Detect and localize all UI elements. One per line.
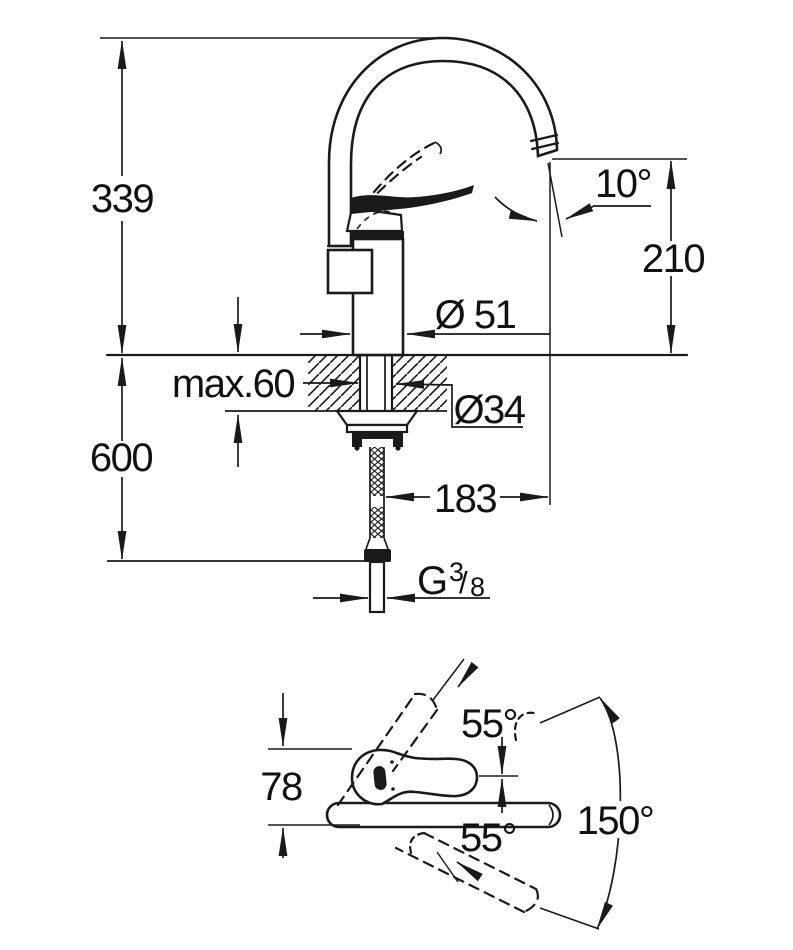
mounting-foot-tip-right bbox=[395, 445, 401, 451]
dim-handle-width: 78 bbox=[260, 693, 360, 858]
mounting-hardware bbox=[334, 353, 420, 451]
dim-label-183: 183 bbox=[434, 477, 496, 521]
dim-label-g-denominator: 8 bbox=[470, 572, 485, 602]
side-view: 339 600 max.60 Ø 51 Ø34 bbox=[90, 36, 706, 614]
faucet-body bbox=[326, 141, 474, 357]
dim-handle-angle-up: 55° bbox=[432, 658, 519, 777]
swivel-label-backing bbox=[572, 801, 660, 838]
handle-grip-mark bbox=[373, 766, 387, 790]
dim-label-d34: Ø34 bbox=[453, 388, 525, 432]
dim-label-210: 210 bbox=[642, 237, 704, 281]
spout-tube bbox=[327, 36, 559, 248]
dim-label-600: 600 bbox=[90, 436, 152, 480]
handle-rotated-up-dashed bbox=[336, 692, 536, 807]
lever-raised-dashed-bottom bbox=[364, 155, 423, 207]
mounting-washer bbox=[345, 423, 409, 434]
spout bbox=[327, 36, 560, 248]
dim-body-diameter: Ø 51 bbox=[300, 293, 550, 339]
handle-plan bbox=[350, 748, 479, 806]
lever-handle-side bbox=[351, 185, 474, 214]
dim-label-g-numerator: 3 bbox=[449, 557, 464, 587]
dim-under-counter: 600 bbox=[90, 357, 368, 562]
top-view: 78 55° 55° 150° bbox=[260, 658, 660, 930]
handle-down-edge-top bbox=[422, 831, 538, 891]
angle-arrow-down bbox=[456, 861, 483, 882]
cartridge-pivot-dashed-arc bbox=[356, 210, 396, 230]
mounting-cone bbox=[334, 409, 420, 427]
spout-end-cap-arc bbox=[548, 804, 554, 826]
dim-label-g: G bbox=[417, 559, 447, 603]
dim-counter-thickness: max.60 bbox=[172, 297, 296, 467]
handle-up-tip-dashed bbox=[513, 711, 536, 742]
handle-up-cap bbox=[413, 692, 439, 712]
dim-label-339: 339 bbox=[91, 177, 153, 221]
radial-line-top bbox=[539, 696, 601, 724]
mounting-foot-tip-left bbox=[354, 445, 360, 451]
dim-label-55-up: 55° bbox=[461, 702, 517, 746]
dim-swivel-range: 150° bbox=[539, 696, 660, 930]
axis-line-up bbox=[432, 658, 465, 701]
angle-arrow-up bbox=[457, 662, 479, 688]
dim-label-55-down: 55° bbox=[460, 816, 516, 860]
side-box bbox=[326, 248, 374, 295]
hose-braid-upper bbox=[370, 447, 384, 496]
lever-raised-dashed-top bbox=[372, 141, 436, 194]
axis-line-down-near bbox=[436, 851, 459, 883]
connection-hose bbox=[364, 447, 391, 614]
spout-aerator-band-1 bbox=[529, 133, 559, 143]
dim-overall-height: 339 bbox=[91, 37, 450, 354]
dim-outlet-height: 210 bbox=[552, 158, 706, 354]
hose-nut bbox=[364, 549, 391, 562]
dim-arrow-10deg bbox=[565, 203, 595, 220]
dim-handle-angle-down: 55° bbox=[436, 778, 518, 883]
mounting-foot-right bbox=[393, 439, 403, 447]
hose-braid-lower bbox=[370, 507, 384, 538]
dim-label-d51: Ø 51 bbox=[435, 293, 516, 337]
dim-label-10deg: 10° bbox=[595, 162, 651, 206]
dim-label-78: 78 bbox=[260, 765, 302, 809]
dim-shank-diameter: Ø34 bbox=[303, 378, 527, 432]
handle-dot-bottom bbox=[391, 787, 395, 791]
dim-spout-reach: 183 bbox=[385, 162, 551, 521]
dim-outlet-angle: 10° bbox=[494, 162, 653, 238]
mounting-nut bbox=[352, 432, 403, 439]
hose-taper-left bbox=[365, 537, 371, 550]
handle-up-edge-right bbox=[391, 708, 439, 773]
dim-label-max60: max.60 bbox=[172, 362, 294, 406]
mounting-foot-left bbox=[352, 439, 362, 447]
lever-raised-tip-dash bbox=[434, 141, 443, 155]
handle-down-near-cap bbox=[409, 831, 426, 858]
handle-dot-top bbox=[390, 760, 394, 764]
hose-end-tube bbox=[368, 560, 386, 614]
radial-line-bottom bbox=[539, 907, 600, 930]
hose-taper-right bbox=[383, 537, 389, 550]
dim-label-g-slash: / bbox=[459, 565, 468, 600]
swing-curved-arrow bbox=[494, 196, 538, 222]
spout-plan bbox=[325, 801, 562, 829]
handle-up-edge-left bbox=[336, 692, 417, 807]
dim-label-150: 150° bbox=[577, 799, 654, 843]
dim-thread: G 3 / 8 bbox=[313, 557, 490, 603]
dim-leader-d34 bbox=[395, 380, 523, 428]
handle-down-cap bbox=[522, 887, 539, 914]
spout-aerator-band-2 bbox=[530, 141, 560, 151]
body-ring bbox=[352, 231, 404, 239]
